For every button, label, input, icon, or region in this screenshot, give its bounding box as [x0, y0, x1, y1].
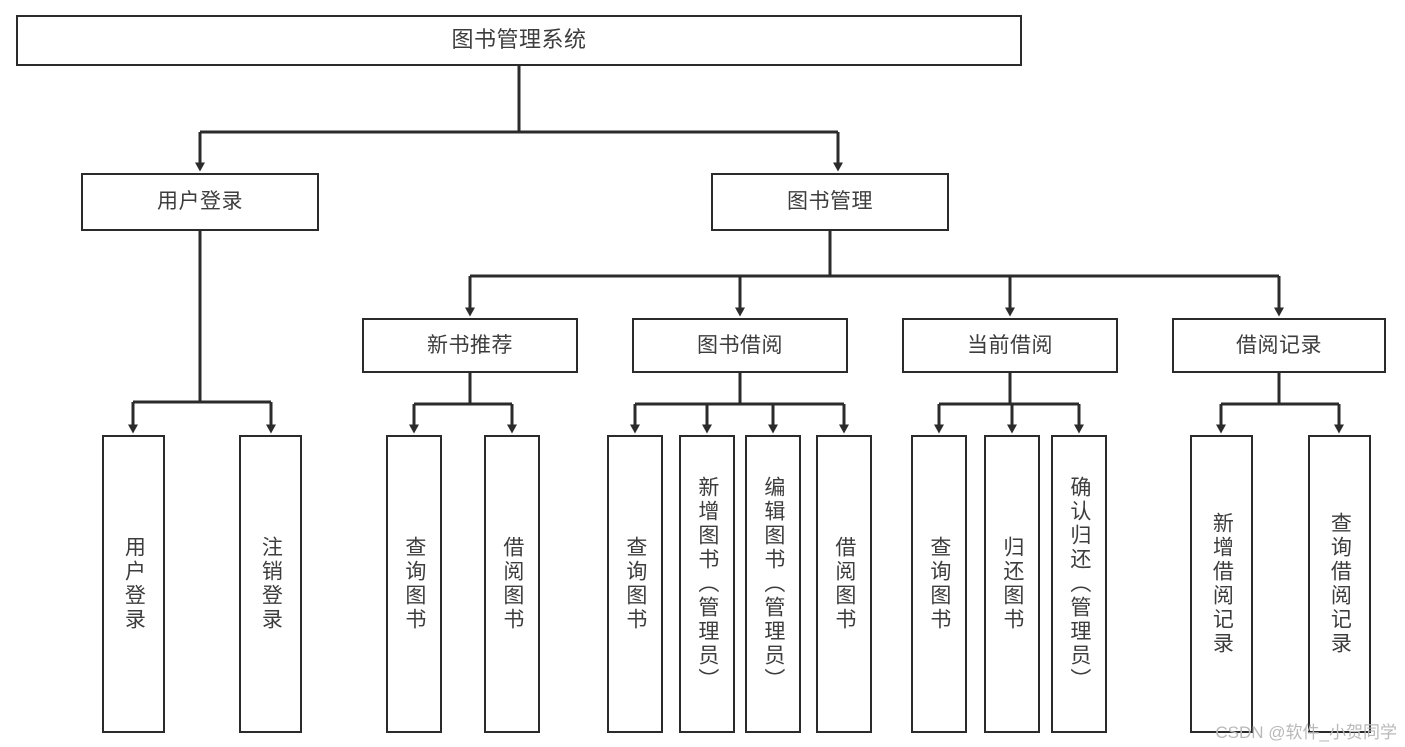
- watermark-text: CSDN @软件_小贺同学: [1215, 723, 1397, 742]
- node-leaf-query-borrow-record[interactable]: 查询借阅记录: [1308, 435, 1371, 733]
- node-leaf-logout[interactable]: 注销登录: [239, 435, 302, 733]
- node-leaf-query-book-current[interactable]: 查询图书: [911, 435, 967, 733]
- node-level3-current-borrow[interactable]: 当前借阅: [902, 318, 1118, 373]
- node-leaf-label: 归还图书: [1000, 536, 1024, 632]
- node-level2-user-login[interactable]: 用户登录: [81, 173, 319, 231]
- node-leaf-borrow-book[interactable]: 借阅图书: [816, 435, 872, 733]
- node-level2-book-management[interactable]: 图书管理: [711, 173, 949, 231]
- node-leaf-query-book-recommend[interactable]: 查询图书: [386, 435, 442, 733]
- node-leaf-label: 查询图书: [623, 536, 647, 632]
- node-leaf-add-book-admin[interactable]: 新增图书（管理员）: [679, 435, 735, 733]
- node-level3-borrow-record[interactable]: 借阅记录: [1172, 318, 1386, 373]
- node-leaf-label: 编辑图书（管理员）: [761, 476, 785, 692]
- node-leaf-label: 新增图书（管理员）: [695, 476, 719, 692]
- node-level3-new-book-recommend[interactable]: 新书推荐: [362, 318, 578, 373]
- node-level3-book-borrow[interactable]: 图书借阅: [632, 318, 848, 373]
- node-leaf-borrow-book-recommend[interactable]: 借阅图书: [484, 435, 540, 733]
- node-leaf-confirm-return-admin[interactable]: 确认归还（管理员）: [1051, 435, 1107, 733]
- node-root[interactable]: 图书管理系统: [16, 15, 1022, 66]
- node-leaf-label: 查询图书: [402, 536, 426, 632]
- node-leaf-label: 查询图书: [927, 536, 951, 632]
- node-leaf-label: 注销登录: [259, 536, 283, 632]
- node-leaf-query-book-borrow[interactable]: 查询图书: [607, 435, 663, 733]
- node-leaf-label: 新增借阅记录: [1210, 512, 1234, 656]
- node-leaf-label: 查询借阅记录: [1328, 512, 1352, 656]
- node-leaf-add-borrow-record[interactable]: 新增借阅记录: [1190, 435, 1253, 733]
- node-leaf-label: 借阅图书: [500, 536, 524, 632]
- node-leaf-label: 用户登录: [122, 536, 146, 632]
- node-leaf-return-book[interactable]: 归还图书: [984, 435, 1040, 733]
- node-leaf-edit-book-admin[interactable]: 编辑图书（管理员）: [745, 435, 801, 733]
- node-leaf-user-login[interactable]: 用户登录: [102, 435, 165, 733]
- node-leaf-label: 确认归还（管理员）: [1067, 476, 1091, 692]
- node-leaf-label: 借阅图书: [832, 536, 856, 632]
